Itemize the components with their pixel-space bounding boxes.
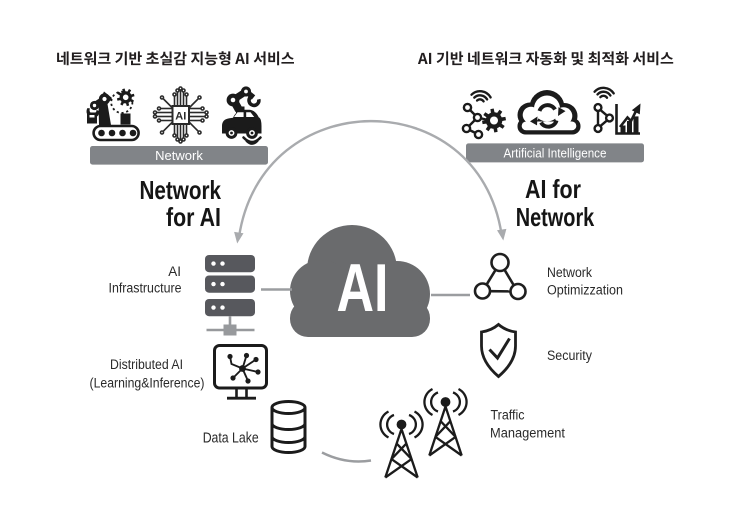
svg-text:Traffic: Traffic (491, 407, 525, 422)
svg-text:Optimizzation: Optimizzation (547, 283, 623, 298)
svg-text:Infrastructure: Infrastructure (109, 281, 182, 296)
svg-text:AI for: AI for (525, 174, 581, 204)
svg-text:Network: Network (140, 175, 222, 205)
svg-text:Network: Network (547, 265, 592, 280)
svg-text:Distributed AI: Distributed AI (110, 357, 183, 372)
svg-text:Security: Security (547, 348, 592, 363)
svg-text:Network: Network (155, 148, 203, 163)
svg-text:Data Lake: Data Lake (203, 431, 259, 447)
svg-text:Management: Management (490, 426, 565, 441)
svg-text:AI: AI (337, 250, 389, 326)
svg-text:AI: AI (175, 111, 186, 123)
svg-text:AI: AI (168, 264, 181, 279)
svg-text:for AI: for AI (166, 202, 221, 232)
svg-text:Artificial Intelligence: Artificial Intelligence (504, 146, 607, 161)
svg-text:Network: Network (516, 202, 595, 232)
svg-text:(Learning&Inference): (Learning&Inference) (90, 376, 205, 391)
